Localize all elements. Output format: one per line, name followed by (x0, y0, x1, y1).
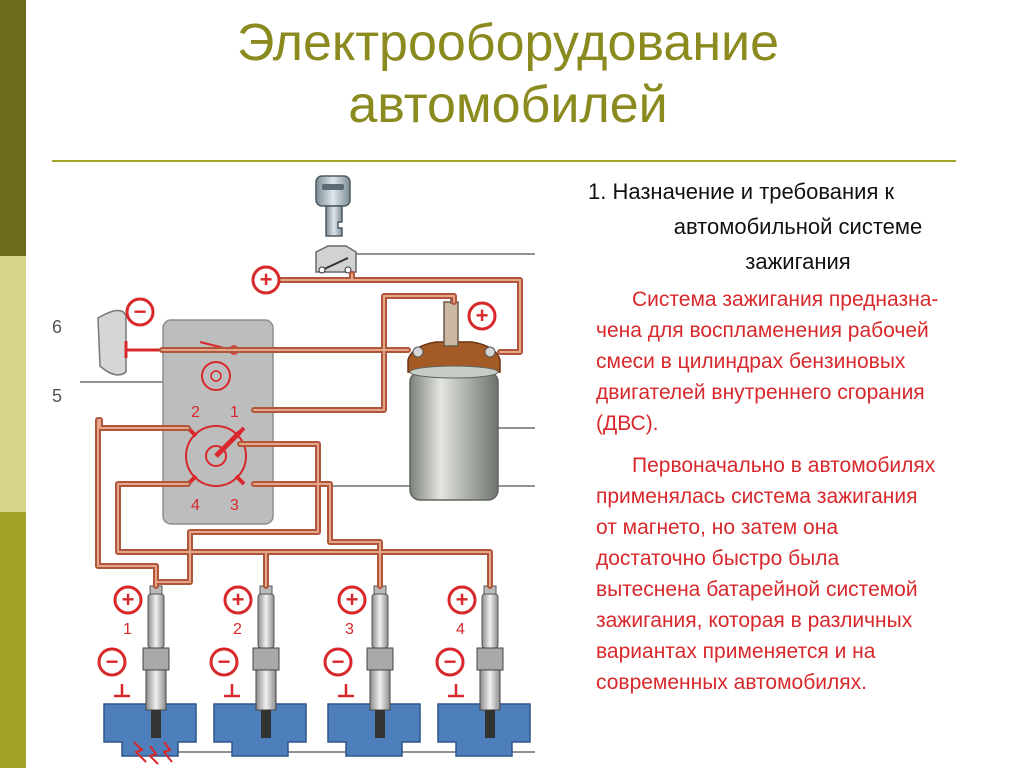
sidebar-band-bottom (0, 512, 26, 768)
paragraph-line: Первоначально в автомобилях (632, 454, 936, 477)
plus-badge-plug-4: + (447, 585, 477, 615)
minus-symbol: − (106, 649, 119, 674)
plus-symbol: + (260, 267, 273, 292)
cylinder-heads (103, 703, 531, 757)
paragraph-history: Первоначально в автомобилях применялась … (596, 450, 1016, 698)
sidebar-band-middle (0, 256, 26, 512)
minus-symbol: − (218, 649, 231, 674)
plus-symbol: + (232, 587, 245, 612)
heading-line-2: автомобильной системе (673, 214, 923, 239)
paragraph-line: от магнето, но затем она (596, 516, 839, 539)
section-heading: 1. Назначение и требования к автомобильн… (588, 174, 1008, 279)
paragraph-line: Система зажигания предназна- (632, 288, 939, 311)
paragraph-line: достаточно быстро была (596, 547, 840, 570)
spark-icon (133, 741, 173, 765)
minus-badge-plug-4: − (435, 647, 465, 677)
wiring (95, 271, 523, 589)
ignition-key-icon (315, 175, 351, 237)
paragraph-line: смеси в цилиндрах бензиновых (596, 350, 906, 373)
minus-badge-plug-2: − (209, 647, 239, 677)
plus-badge-plug-2: + (223, 585, 253, 615)
plug-number-3: 3 (345, 621, 354, 638)
terminal-label-4: 4 (191, 497, 200, 514)
paragraph-line: (ДВС). (596, 412, 659, 435)
plug-number-1: 1 (123, 621, 132, 638)
heading-line-1: 1. Назначение и требования к (588, 179, 895, 204)
title-line-1: Электрооборудование (236, 14, 780, 72)
breaker-housing-icon (97, 309, 162, 376)
plus-badge-plug-1: + (113, 585, 143, 615)
paragraph-line: применялась система зажигания (596, 485, 918, 508)
plus-symbol: + (122, 587, 135, 612)
terminal-label-2: 2 (191, 404, 200, 421)
paragraph-purpose: Система зажигания предназна- чена для во… (596, 284, 1016, 439)
slide-title: Электрооборудование автомобилей (60, 12, 956, 136)
label-5: 5 (52, 386, 62, 406)
paragraph-line: зажигания, которая в различных (596, 609, 913, 632)
minus-symbol: − (332, 649, 345, 674)
ignition-switch-icon (315, 245, 357, 274)
sidebar-band-top (0, 0, 26, 256)
terminal-label-3: 3 (230, 497, 239, 514)
plus-badge-switch: + (251, 265, 281, 295)
title-divider (52, 160, 956, 162)
plug-number-4: 4 (456, 621, 465, 638)
spark-plugs (142, 585, 504, 738)
paragraph-line: чена для воспламенения рабочей (596, 319, 929, 342)
plus-symbol: + (476, 303, 489, 328)
plus-symbol: + (346, 587, 359, 612)
plug-number-2: 2 (233, 621, 242, 638)
paragraph-line: вытеснена батарейной системой (596, 578, 918, 601)
plus-badge-coil: + (467, 301, 497, 331)
plus-symbol: + (456, 587, 469, 612)
minus-symbol: − (444, 649, 457, 674)
minus-badge-plug-1: − (97, 647, 127, 677)
plus-badge-plug-3: + (337, 585, 367, 615)
title-line-2: автомобилей (348, 76, 668, 134)
ground-markers (114, 684, 464, 698)
paragraph-line: современных автомобилях. (596, 671, 867, 694)
ignition-coil-icon (407, 296, 501, 501)
distributor-block (162, 319, 274, 525)
heading-line-3: зажигания (745, 249, 851, 274)
label-6: 6 (52, 317, 62, 337)
minus-badge-plug-3: − (323, 647, 353, 677)
paragraph-line: двигателей внутреннего сгорания (596, 381, 925, 404)
minus-symbol: − (134, 299, 147, 324)
terminal-label-1: 1 (230, 404, 239, 421)
minus-badge-breaker: − (125, 297, 155, 327)
paragraph-line: вариантах применяется и на (596, 640, 876, 663)
